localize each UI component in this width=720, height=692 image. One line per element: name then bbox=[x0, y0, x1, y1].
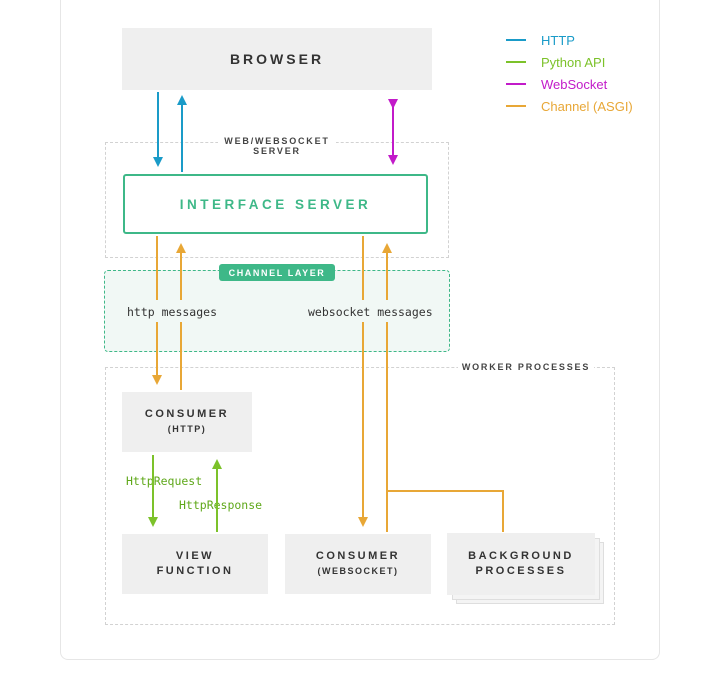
consumer-websocket-box: CONSUMER (WEBSOCKET) bbox=[285, 534, 431, 594]
legend-channel-line-icon bbox=[506, 105, 526, 107]
websocket-messages-label: websocket messages bbox=[308, 305, 433, 319]
legend-python-api-label: Python API bbox=[541, 54, 606, 70]
view-function-box: VIEW FUNCTION bbox=[122, 534, 268, 594]
legend-websocket: WebSocket bbox=[506, 76, 608, 92]
worker-processes-region bbox=[105, 367, 615, 625]
background-connector bbox=[387, 490, 504, 532]
web-server-label: WEB/WEBSOCKET SERVER bbox=[218, 136, 336, 156]
http-messages-label: http messages bbox=[127, 305, 218, 319]
http-request-label: HttpRequest bbox=[126, 474, 203, 488]
consumer-websocket-sub: (WEBSOCKET) bbox=[317, 566, 399, 576]
channel-layer-region bbox=[104, 270, 450, 352]
interface-server-box: INTERFACE SERVER bbox=[123, 174, 428, 234]
legend-http: HTTP bbox=[506, 32, 575, 48]
legend-channel: Channel (ASGI) bbox=[506, 98, 633, 114]
consumer-http-sub: (HTTP) bbox=[167, 424, 207, 434]
background-processes-box: BACKGROUND PROCESSES bbox=[447, 533, 595, 595]
consumer-http-box: CONSUMER (HTTP) bbox=[122, 392, 252, 452]
worker-processes-label: WORKER PROCESSES bbox=[458, 362, 594, 372]
consumer-http-title: CONSUMER bbox=[144, 408, 230, 420]
legend-websocket-line-icon bbox=[506, 83, 526, 85]
http-response-label: HttpResponse bbox=[179, 498, 263, 512]
legend-channel-label: Channel (ASGI) bbox=[541, 98, 633, 114]
legend-http-label: HTTP bbox=[541, 32, 575, 48]
consumer-websocket-title: CONSUMER bbox=[315, 550, 401, 562]
legend-websocket-label: WebSocket bbox=[541, 76, 608, 92]
channel-layer-badge: CHANNEL LAYER bbox=[219, 264, 335, 281]
legend-python-api: Python API bbox=[506, 54, 606, 70]
legend-python-api-line-icon bbox=[506, 61, 526, 63]
legend-http-line-icon bbox=[506, 39, 526, 41]
browser-box: BROWSER bbox=[122, 28, 432, 90]
